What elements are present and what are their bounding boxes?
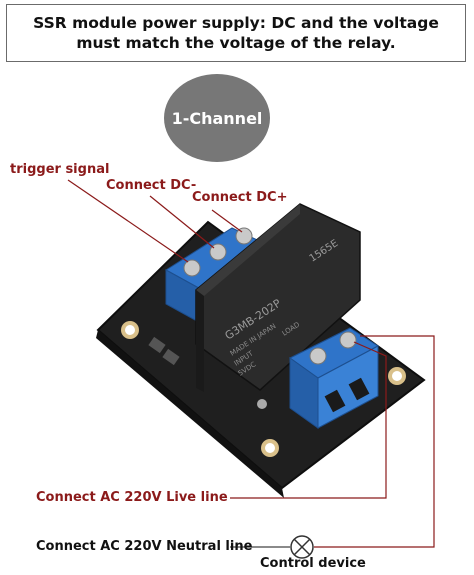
ac-screw-1 [309, 347, 327, 365]
header-title: SSR module power supply: DC and the volt… [33, 14, 439, 52]
smd-component [162, 348, 180, 366]
led [257, 399, 267, 409]
label-connect-dc-minus: Connect DC- [106, 178, 197, 193]
ac-screw-2 [339, 331, 357, 349]
trigger-pointer [67, 179, 189, 263]
neutral-line-wire-right [314, 335, 435, 548]
dc-screw-3 [235, 227, 253, 245]
channel-badge: 1-Channel [164, 74, 270, 162]
label-trigger-signal: trigger signal [10, 162, 110, 177]
smd-component [148, 336, 166, 354]
dc-screw-1 [183, 259, 201, 277]
header-box: SSR module power supply: DC and the volt… [6, 4, 466, 62]
label-control-device: Control device [260, 556, 366, 571]
label-neutral-line: Connect AC 220V Neutral line [36, 539, 253, 554]
dc-plus-pointer [211, 209, 243, 233]
dc-minus-pointer [149, 195, 215, 249]
control-device-icon [290, 535, 314, 559]
live-line-wire [230, 341, 387, 499]
label-live-line: Connect AC 220V Live line [36, 490, 228, 505]
label-connect-dc-plus: Connect DC+ [192, 190, 288, 205]
